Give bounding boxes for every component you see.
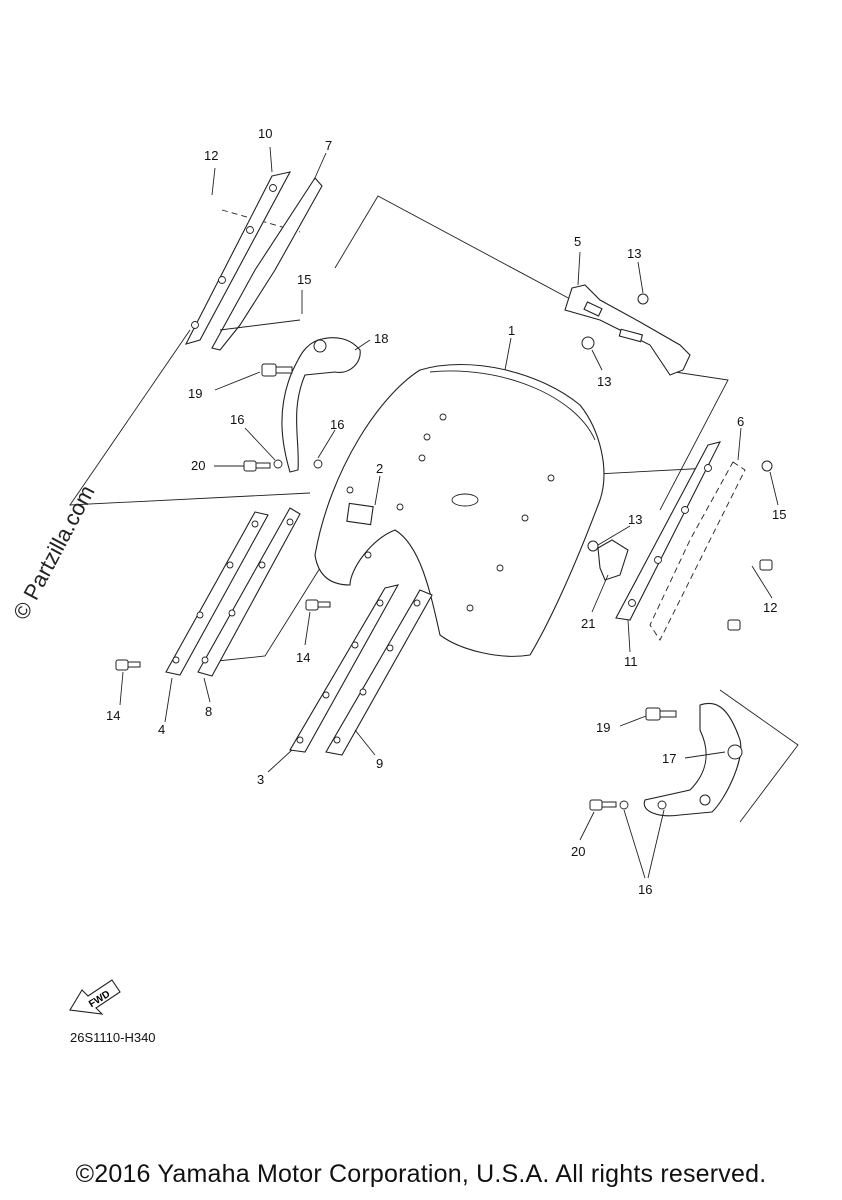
callout-2: 2 [376,461,383,476]
callout-16-right: 16 [638,882,652,897]
right-lower-stay [589,702,743,817]
callout-4: 4 [158,722,165,737]
copyright-text: ©2016 Yamaha Motor Corporation, U.S.A. A… [75,1160,767,1188]
callout-13-right: 13 [628,512,642,527]
callout-15-right: 15 [772,507,786,522]
callout-19-right: 19 [596,720,610,735]
callout-21: 21 [581,616,595,631]
callout-20-right: 20 [571,844,585,859]
label-sticker [346,502,374,526]
callout-20-left: 20 [191,458,205,473]
callout-3: 3 [257,772,264,787]
left-stay [211,177,323,351]
leader-lines [119,146,779,879]
callout-12-left: 12 [204,148,218,163]
callout-numbers: 1 2 3 4 5 6 7 8 9 10 11 12 12 13 13 13 1… [106,126,786,897]
callout-16-mid: 16 [330,417,344,432]
windshield [314,364,605,657]
callout-18: 18 [374,331,388,346]
callout-11: 11 [624,654,638,669]
callout-10: 10 [258,126,272,141]
callout-13-top: 13 [627,246,641,261]
callout-14-left: 14 [106,708,120,723]
callout-9: 9 [376,756,383,771]
callout-12-right: 12 [763,600,777,615]
right-stay [587,460,773,641]
left-lower-stay [243,337,361,473]
callout-7: 7 [325,138,332,153]
center-lower-strips [289,584,433,756]
callout-19-left: 19 [188,386,202,401]
callout-5: 5 [574,234,581,249]
right-bracket [615,441,722,621]
left-upper-bracket [184,171,292,345]
upper-center-bracket [564,284,691,376]
callout-14-center: 14 [296,650,310,665]
callout-13-mid: 13 [597,374,611,389]
callout-15-left: 15 [297,272,311,287]
callout-8: 8 [205,704,212,719]
fwd-arrow-icon: FWD [69,979,121,1015]
callout-1: 1 [508,323,515,338]
callout-17: 17 [662,751,676,766]
callout-16-left: 16 [230,412,244,427]
left-lower-strips [115,507,301,677]
callout-6: 6 [737,414,744,429]
diagram-code: 26S1110-H340 [70,1030,156,1045]
